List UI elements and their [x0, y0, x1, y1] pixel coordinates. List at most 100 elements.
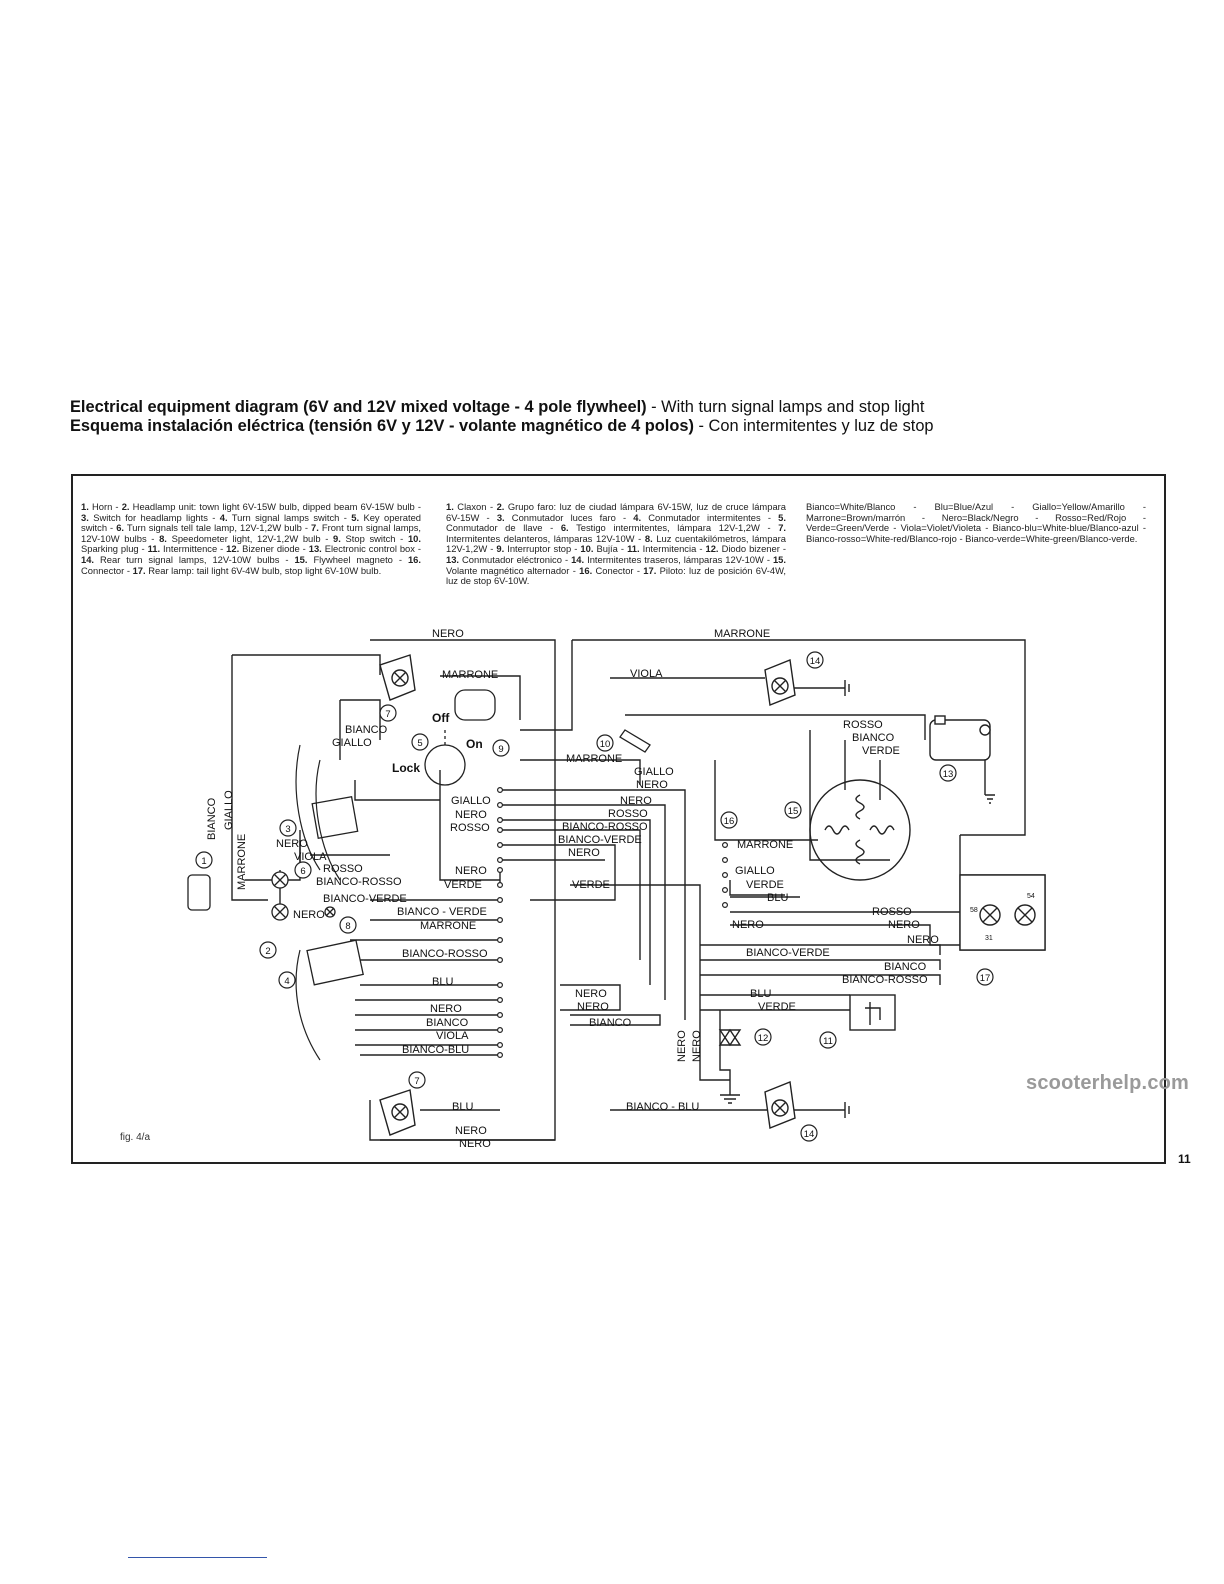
wl-bianco-blu-3: BIANCO - BLU	[626, 1101, 699, 1113]
switch-text: Off On Lock	[392, 711, 483, 775]
wl-giallo-1: GIALLO	[332, 737, 372, 749]
legend-text: Front turn signal lamps, 12V-10W bulbs -	[81, 522, 422, 544]
legend-text: Grupo faro: luz de ciudad lámpara 6V-15W…	[446, 501, 786, 523]
wl-giallo-4: GIALLO	[735, 865, 775, 877]
legend-text: Conmutador eléctronico -	[459, 553, 572, 565]
legend-number: 7.	[778, 522, 787, 534]
wl-blu-2: BLU	[750, 988, 771, 1000]
legend-text: Conmutador de llave -	[446, 522, 561, 534]
front-lamp-7-top	[379, 654, 416, 701]
legend-text: Volante magnético alternador -	[446, 564, 580, 576]
wl-rosso-5: ROSSO	[323, 863, 363, 875]
wl-blu-4: BLU	[452, 1101, 473, 1113]
wl-marrone-top: MARRONE	[714, 628, 770, 640]
legend-text: Bizener diode -	[239, 543, 309, 555]
legend-english: 1. Horn - 2. Headlamp unit: town light 6…	[81, 501, 422, 576]
wl-bianco-3: BIANCO	[884, 961, 927, 973]
wl-rosso-3: ROSSO	[450, 822, 490, 834]
wl-nero-4: NERO	[455, 809, 487, 821]
legend-number: 6.	[560, 522, 569, 534]
wl-giallo-v: GIALLO	[223, 790, 235, 830]
wl-rosso-1: ROSSO	[843, 719, 883, 731]
legend-text: Luz cuentakilómetros, lámpara 12V-1,2W -	[446, 532, 786, 555]
legend-text: Testigo intermitentes, lámpara 12V-1,2W …	[568, 522, 779, 534]
legend-number: 2.	[496, 501, 505, 512]
wl-nero-8: NERO	[888, 919, 920, 931]
wl-bianco-verde-3: BIANCO-VERDE	[323, 893, 407, 905]
page-number: 11	[1178, 1152, 1191, 1166]
comp-7a: 7	[385, 709, 390, 720]
legend-text: Conmutador luces faro -	[504, 511, 634, 523]
legend-number: 14.	[81, 553, 95, 565]
wl-nero-v: NERO	[676, 1030, 688, 1062]
legend-text: Piloto: luz de posición 6V-4W, luz de st…	[446, 564, 786, 587]
magneto	[809, 779, 911, 881]
legend-text: Rear lamp: tail light 6V-4W bulb, stop l…	[145, 564, 382, 576]
wl-verde-3: VERDE	[572, 879, 610, 891]
horn-1	[187, 874, 211, 911]
comp-13: 13	[943, 769, 954, 780]
switch-3	[311, 796, 359, 839]
key-switch-5	[424, 730, 466, 786]
wl-bianco-verde-1: BIANCO-VERDE	[558, 834, 642, 846]
legend-text: Electronic control box -	[321, 543, 421, 555]
rear-lamp-17	[959, 874, 1046, 951]
legend-number: 17.	[132, 564, 146, 576]
wl-viola-3: VIOLA	[436, 1030, 469, 1042]
comp-3: 3	[285, 824, 290, 835]
legend-number: 2.	[121, 501, 130, 512]
legend-text: Key operated switch -	[81, 511, 421, 534]
legend-text: Turn signal lamps switch -	[227, 511, 352, 523]
wl-viola-1: VIOLA	[630, 668, 663, 680]
spark-plug-10	[619, 729, 651, 753]
wl-nero-3: NERO	[620, 795, 652, 807]
comp-2: 2	[265, 946, 270, 957]
title-spanish: Esquema instalación eléctrica (tensión 6…	[70, 417, 934, 435]
wl-marrone-1: MARRONE	[442, 669, 498, 681]
switch-4	[306, 939, 364, 986]
wl-bianco-blu-2: BIANCO-BLU	[402, 1044, 469, 1056]
wl-bianco-1: BIANCO	[345, 724, 388, 736]
wl-blu-3: BLU	[432, 976, 453, 988]
comp-7b: 7	[414, 1076, 419, 1087]
legend-number: 1.	[81, 501, 89, 512]
legend-number: 8.	[159, 532, 167, 544]
comp-15: 15	[788, 806, 799, 817]
wl-nero-13: NERO	[430, 1003, 462, 1015]
legend-text: Interruptor stop -	[504, 543, 581, 555]
legend-text: Turn signals tell tale lamp, 12V-1,2W bu…	[124, 522, 312, 534]
lamp-pin-text: 58 54 31	[970, 893, 1035, 942]
legend-number: 3.	[496, 511, 505, 523]
legend-number: 11.	[627, 543, 640, 555]
legend-number: 6.	[116, 522, 125, 534]
comp-8: 8	[345, 921, 350, 932]
wl-marrone-4: MARRONE	[420, 920, 476, 932]
comp-16: 16	[724, 816, 735, 827]
wl-nero-2: NERO	[636, 779, 668, 791]
legend-number: 5.	[351, 511, 360, 523]
legend-text: Intermitencia -	[639, 543, 706, 555]
legend-number: 10.	[580, 543, 594, 555]
wl-rosso-2: ROSSO	[608, 808, 648, 820]
wl-bianco-verde-2: BIANCO-VERDE	[746, 947, 830, 959]
wl-nero-7: NERO	[732, 919, 764, 931]
wl-blu-1: BLU	[767, 892, 788, 904]
ground-symbols	[720, 794, 995, 1104]
component-number-text: 1 2 3 4 5 6 7 7 8 9 10 11 12 13 14 14 15…	[201, 656, 990, 1140]
legend-number: 12.	[226, 543, 240, 555]
legend-text: Switch for headlamp lights -	[88, 511, 220, 523]
pin-58: 58	[970, 907, 978, 914]
legend-number: 16.	[579, 564, 593, 576]
pin-31: 31	[985, 935, 993, 942]
control-box-13	[929, 715, 991, 761]
title-block: Electrical equipment diagram (6V and 12V…	[70, 398, 1070, 436]
wl-nero-10: NERO	[577, 1001, 609, 1013]
wl-nero-15: NERO	[459, 1138, 491, 1150]
rear-lamp-14-top	[764, 659, 850, 706]
comp-1: 1	[201, 856, 206, 867]
switch-lock: Lock	[392, 761, 420, 775]
comp-17: 17	[980, 973, 991, 984]
legend-text: Conmutador intermitentes -	[641, 511, 779, 523]
comp-14b: 14	[804, 1129, 815, 1140]
